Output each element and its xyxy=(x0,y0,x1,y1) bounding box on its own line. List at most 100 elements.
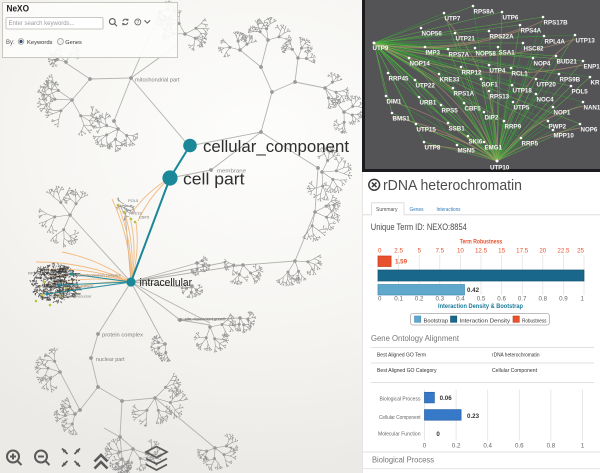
svg-text:PWP2: PWP2 xyxy=(549,124,567,131)
svg-text:MSN5: MSN5 xyxy=(458,148,476,155)
svg-text:RRP9: RRP9 xyxy=(53,280,62,284)
svg-text:12.5: 12.5 xyxy=(475,248,488,255)
svg-text:ribosomal subunit: ribosomal subunit xyxy=(62,284,94,289)
svg-text:rDNA heterochromatin: rDNA heterochromatin xyxy=(492,353,540,359)
svg-text:SSA1: SSA1 xyxy=(499,50,516,57)
svg-text:NOP14: NOP14 xyxy=(59,292,70,296)
svg-text:UTP6: UTP6 xyxy=(503,15,519,22)
svg-text:Molecular Function: Molecular Function xyxy=(378,431,421,437)
svg-text:0.23: 0.23 xyxy=(467,413,480,420)
svg-text:KRE33: KRE33 xyxy=(50,272,61,276)
svg-text:RPS1A: RPS1A xyxy=(28,271,41,276)
svg-text:Interactions: Interactions xyxy=(437,207,461,213)
svg-text:small subunit precursor: small subunit precursor xyxy=(50,294,92,299)
svg-text:0.8: 0.8 xyxy=(538,296,547,303)
svg-text:MPP10: MPP10 xyxy=(554,133,575,140)
svg-text:0: 0 xyxy=(378,248,382,255)
svg-text:0.4: 0.4 xyxy=(456,296,465,303)
svg-text:UTP7: UTP7 xyxy=(445,16,461,23)
svg-text:UTP20: UTP20 xyxy=(537,82,557,89)
svg-text:NOP58: NOP58 xyxy=(476,51,497,58)
svg-text:DIP2: DIP2 xyxy=(485,115,499,122)
svg-text:RPS1A: RPS1A xyxy=(454,91,475,98)
svg-text:Term Robustness: Term Robustness xyxy=(460,240,503,246)
svg-text:Unique Term ID: NEXO:8854: Unique Term ID: NEXO:8854 xyxy=(371,222,467,232)
svg-text:0.4: 0.4 xyxy=(483,443,492,450)
svg-text:Cellular Component: Cellular Component xyxy=(492,368,537,374)
svg-text:Gene Ontology Alignment: Gene Ontology Alignment xyxy=(371,334,460,343)
svg-text:ENP1: ENP1 xyxy=(584,64,600,71)
svg-text:RPL4A: RPL4A xyxy=(545,39,566,46)
svg-text:POL5: POL5 xyxy=(572,89,589,96)
svg-text:RPS13: RPS13 xyxy=(46,276,57,280)
svg-text:IMP3: IMP3 xyxy=(426,50,441,57)
svg-text:17.5: 17.5 xyxy=(516,248,529,255)
svg-text:1: 1 xyxy=(581,296,585,303)
svg-text:0: 0 xyxy=(436,431,440,438)
svg-text:Bootstrap: Bootstrap xyxy=(424,318,449,324)
svg-text:EMG1: EMG1 xyxy=(485,145,503,152)
svg-text:UTP18: UTP18 xyxy=(57,268,68,272)
svg-text:CBF5: CBF5 xyxy=(465,106,482,113)
svg-text:UTP5: UTP5 xyxy=(514,105,530,112)
svg-text:0.3: 0.3 xyxy=(435,296,444,303)
svg-text:PWP2: PWP2 xyxy=(51,275,61,279)
svg-text:RCL1: RCL1 xyxy=(512,71,529,78)
svg-text:URB1: URB1 xyxy=(420,100,437,107)
svg-text:Enter search keywords...: Enter search keywords... xyxy=(9,21,75,27)
svg-text:NOC4: NOC4 xyxy=(51,269,61,273)
svg-text:0.5: 0.5 xyxy=(477,296,486,303)
svg-text:RPS13: RPS13 xyxy=(490,94,510,101)
svg-text:RPS22A: RPS22A xyxy=(490,34,515,41)
svg-text:ribonucleoprotein complex: ribonucleoprotein complex xyxy=(74,273,121,278)
svg-text:mitochondrial part: mitochondrial part xyxy=(135,78,180,84)
svg-text:cell part: cell part xyxy=(183,171,245,189)
svg-text:RPS7A: RPS7A xyxy=(449,52,470,59)
svg-text:IMP4: IMP4 xyxy=(59,269,67,273)
svg-text:EMG1: EMG1 xyxy=(40,270,50,274)
svg-text:UTP4: UTP4 xyxy=(490,68,506,75)
svg-text:NOP1: NOP1 xyxy=(554,110,571,117)
svg-text:HSC82: HSC82 xyxy=(524,46,545,53)
svg-text:RRP5: RRP5 xyxy=(522,141,539,148)
svg-text:RRP9: RRP9 xyxy=(505,124,522,131)
svg-text:BMS1: BMS1 xyxy=(57,289,66,293)
svg-text:0.2: 0.2 xyxy=(452,443,461,450)
svg-text:NOP4: NOP4 xyxy=(534,61,551,68)
svg-text:Keywords: Keywords xyxy=(27,40,53,46)
svg-text:1: 1 xyxy=(581,443,585,450)
svg-text:5: 5 xyxy=(417,248,421,255)
svg-text:DIP2: DIP2 xyxy=(59,275,67,279)
svg-text:NOP6: NOP6 xyxy=(581,127,598,134)
svg-text:cytosolic ribosomal subunit: cytosolic ribosomal subunit xyxy=(177,317,226,322)
svg-text:NOP58: NOP58 xyxy=(56,270,67,274)
svg-text:UTP15: UTP15 xyxy=(417,127,437,134)
svg-text:KR: KR xyxy=(591,80,600,87)
svg-text:UTP9: UTP9 xyxy=(373,45,389,52)
svg-text:0.06: 0.06 xyxy=(440,395,453,402)
svg-text:RPS4A: RPS4A xyxy=(521,28,542,35)
svg-text:Biological Process: Biological Process xyxy=(380,397,421,403)
svg-text:UTP21: UTP21 xyxy=(456,36,476,43)
svg-text:NeXO: NeXO xyxy=(7,4,30,14)
svg-text:UTP10: UTP10 xyxy=(490,165,510,172)
svg-text:Robustness: Robustness xyxy=(522,318,547,324)
svg-text:intracellular: intracellular xyxy=(140,277,193,289)
svg-text:Genes: Genes xyxy=(65,40,82,46)
svg-text:10: 10 xyxy=(457,248,464,255)
svg-text:rDNA heterochromatin: rDNA heterochromatin xyxy=(383,178,522,194)
svg-text:0.7: 0.7 xyxy=(518,296,527,303)
svg-text:15: 15 xyxy=(498,248,505,255)
svg-text:KRE33: KRE33 xyxy=(129,211,142,216)
svg-text:Interaction Density & Bootstra: Interaction Density & Bootstrap xyxy=(438,303,523,310)
svg-text:NOP56: NOP56 xyxy=(422,31,443,38)
svg-text:NOC4: NOC4 xyxy=(537,97,555,104)
svg-text:?: ? xyxy=(136,20,139,26)
svg-text:SOF1: SOF1 xyxy=(482,82,499,89)
svg-text:RRP5: RRP5 xyxy=(51,286,60,290)
svg-text:CBF5: CBF5 xyxy=(139,215,150,220)
svg-text:SKI6: SKI6 xyxy=(469,139,483,146)
svg-text:1.59: 1.59 xyxy=(395,259,408,266)
svg-text:2.5: 2.5 xyxy=(394,248,403,255)
svg-text:UTP15: UTP15 xyxy=(57,281,68,285)
